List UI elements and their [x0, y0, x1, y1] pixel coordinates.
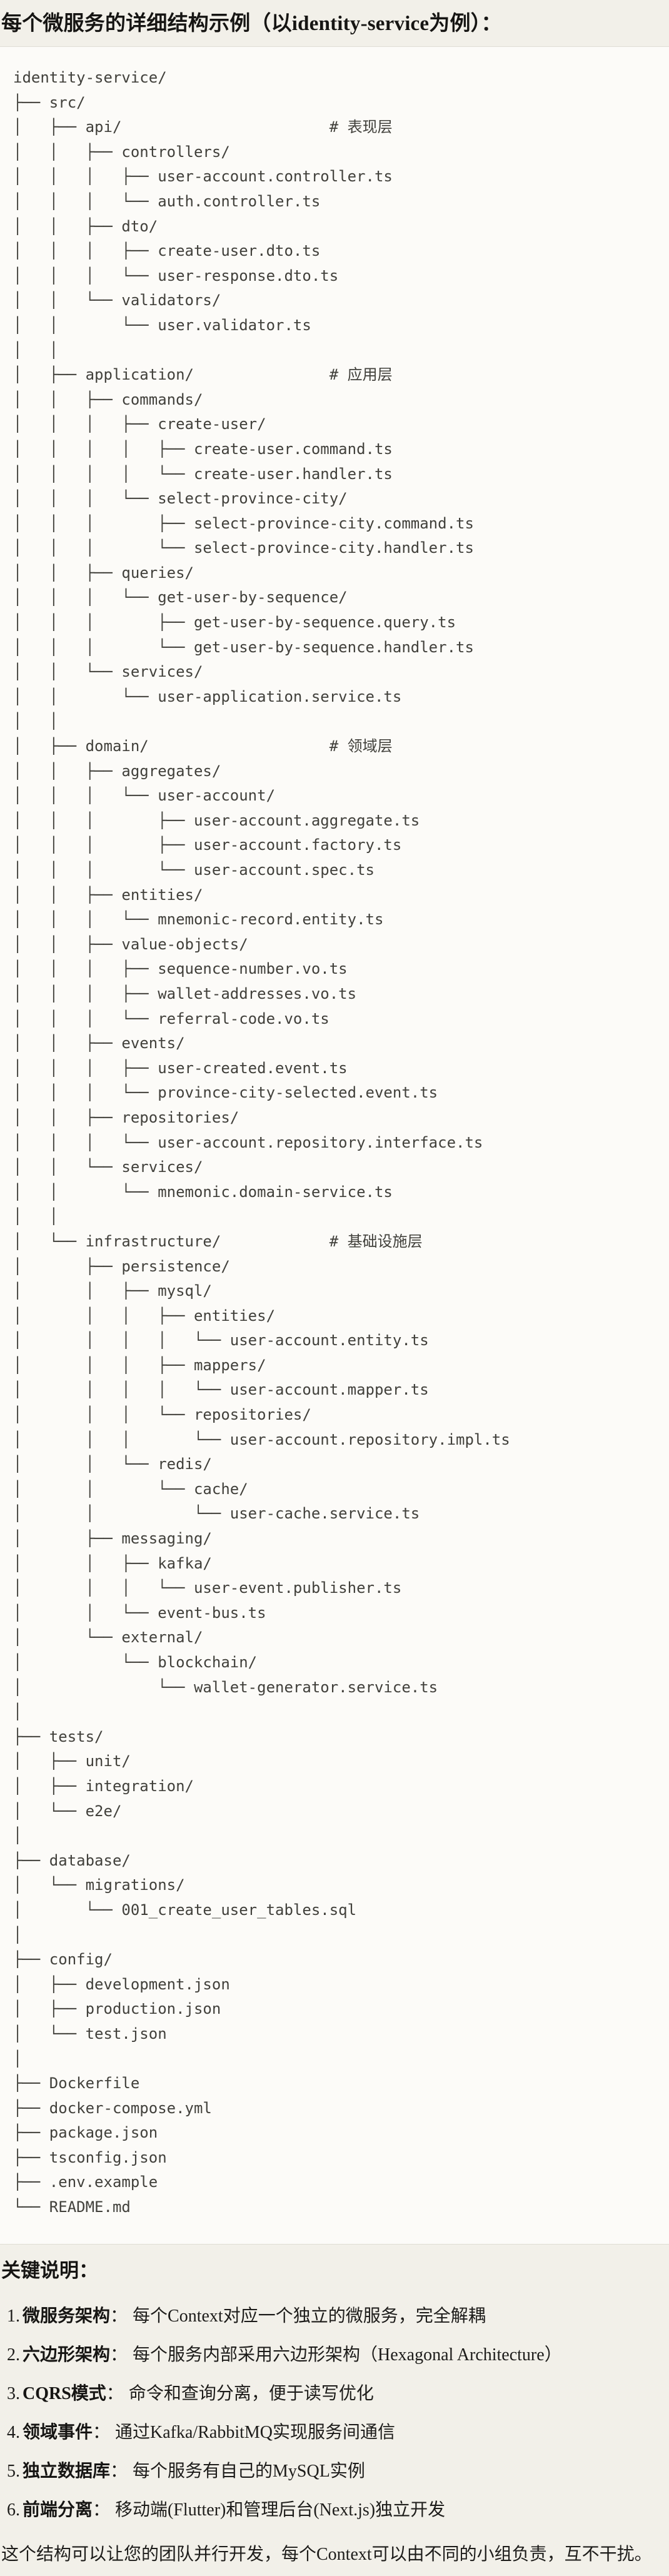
closing-paragraph: 这个结构可以让您的团队并行开发，每个Context可以由不同的小组负责，互不干扰… [1, 2544, 652, 2564]
key-notes-heading: 关键说明： [1, 2259, 98, 2281]
note-separator: ： [110, 2345, 128, 2365]
note-separator: ： [110, 2306, 128, 2326]
note-separator: ： [93, 2500, 111, 2520]
file-tree: identity-service/ ├── src/ │ ├── api/ # … [13, 69, 510, 2216]
note-separator: ： [93, 2422, 111, 2442]
note-text: 每个服务有自己的MySQL实例 [133, 2461, 365, 2481]
note-label: CQRS模式 [23, 2383, 106, 2403]
note-label: 独立数据库 [23, 2461, 111, 2481]
note-separator: ： [110, 2461, 128, 2481]
note-text: 通过Kafka/RabbitMQ实现服务间通信 [115, 2422, 395, 2442]
note-text: 命令和查询分离，便于读写优化 [128, 2383, 374, 2403]
page-title: 每个微服务的详细结构示例（以identity-service为例）： [1, 13, 502, 35]
note-number: 1. [7, 2306, 20, 2326]
note-number: 2. [7, 2345, 20, 2365]
note-label: 六边形架构 [23, 2345, 111, 2365]
note-number: 3. [7, 2383, 20, 2403]
note-item-1: 1.微服务架构：每个Context对应一个独立的微服务，完全解耦 [1, 2305, 664, 2328]
note-number: 4. [7, 2422, 20, 2442]
note-item-4: 4.领域事件：通过Kafka/RabbitMQ实现服务间通信 [1, 2421, 664, 2445]
note-label: 前端分离 [23, 2500, 93, 2520]
note-number: 5. [7, 2461, 20, 2481]
note-item-3: 3.CQRS模式：命令和查询分离，便于读写优化 [1, 2382, 664, 2406]
key-notes-section: 关键说明： 1.微服务架构：每个Context对应一个独立的微服务，完全解耦 2… [0, 2245, 669, 2567]
note-number: 6. [7, 2500, 20, 2520]
note-label: 微服务架构 [23, 2306, 111, 2326]
note-item-5: 5.独立数据库：每个服务有自己的MySQL实例 [1, 2460, 664, 2483]
note-text: 每个Context对应一个独立的微服务，完全解耦 [133, 2306, 486, 2326]
note-separator: ： [106, 2383, 124, 2403]
note-text: 每个服务内部采用六边形架构（Hexagonal Architecture） [133, 2345, 562, 2365]
file-tree-code-block: identity-service/ ├── src/ │ ├── api/ # … [0, 46, 669, 2245]
note-item-2: 2.六边形架构：每个服务内部采用六边形架构（Hexagonal Architec… [1, 2343, 664, 2367]
note-item-6: 6.前端分离：移动端(Flutter)和管理后台(Next.js)独立开发 [1, 2498, 664, 2522]
note-text: 移动端(Flutter)和管理后台(Next.js)独立开发 [115, 2500, 446, 2520]
note-label: 领域事件 [23, 2422, 93, 2442]
